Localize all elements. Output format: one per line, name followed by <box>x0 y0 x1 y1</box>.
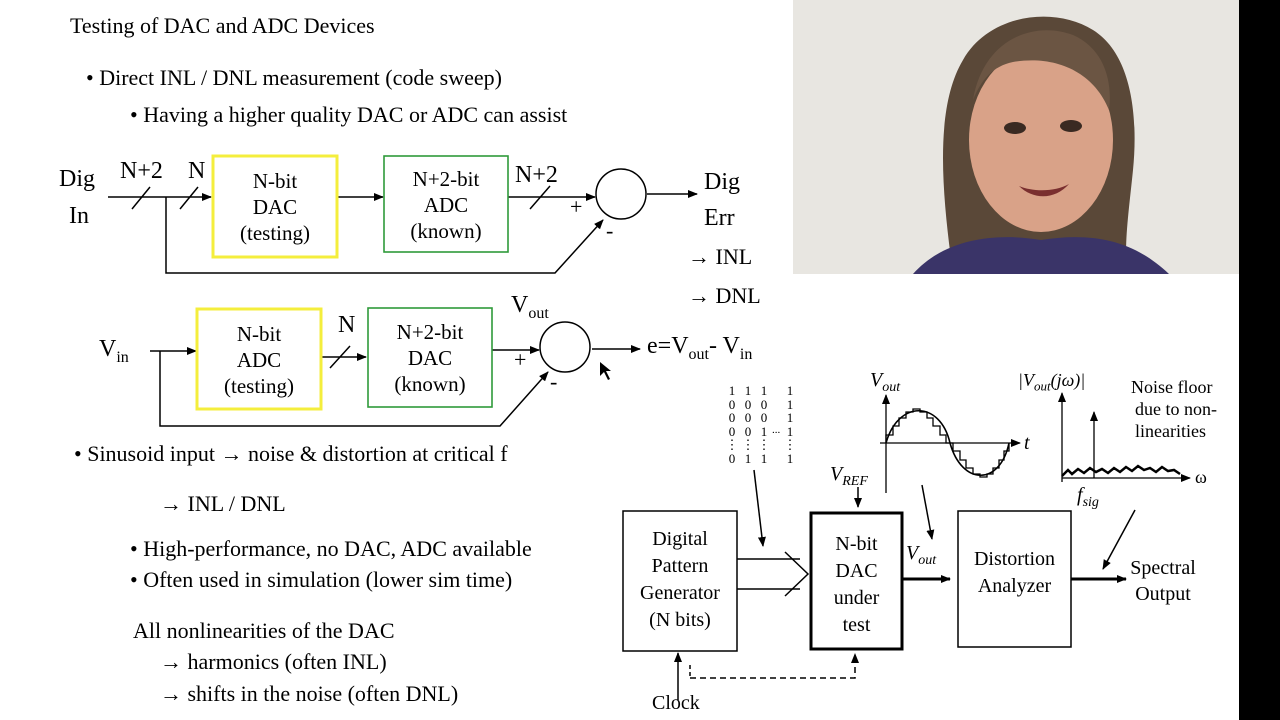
presenter-video-frame <box>793 0 1239 274</box>
diagram3-lines <box>622 469 1136 700</box>
waveform-ylabel: Vout <box>870 369 901 395</box>
spectrum-plot <box>1058 392 1191 482</box>
diagram1-lines <box>108 185 698 274</box>
vout-label: Vout <box>511 292 549 322</box>
vin-label: Vin <box>99 336 129 366</box>
adc-testing-box <box>195 307 323 411</box>
waveform-xlabel: t <box>1024 432 1030 454</box>
plus-sign: + <box>570 194 583 219</box>
summing-junction-2 <box>539 321 591 373</box>
summing-junction-1 <box>595 168 647 220</box>
dig-err-label-2: Err <box>704 205 735 231</box>
dac-testing-box <box>211 154 339 259</box>
spectrum-ylabel: |Vout(jω)| <box>1018 370 1086 394</box>
noise-shift-note: → shifts in the noise (often DNL) <box>160 681 459 706</box>
minus-sign-2: - <box>550 369 558 394</box>
mouse-pointer-icon <box>600 362 611 380</box>
bus-width-n2: N+2 <box>120 158 163 184</box>
fsig-label: fsig <box>1077 484 1099 510</box>
bullet-high-performance: • High-performance, no DAC, ADC availabl… <box>130 536 532 561</box>
result-dnl: → DNL <box>688 283 761 308</box>
bullet-simulation: • Often used in simulation (lower sim ti… <box>130 567 513 592</box>
staircase-waveform <box>880 394 1021 493</box>
dig-in-label-2: In <box>69 203 89 229</box>
bullet-higher-quality: • Having a higher quality DAC or ADC can… <box>130 102 568 127</box>
dig-in-label: Dig <box>59 166 95 192</box>
clock-label: Clock <box>652 692 700 714</box>
error-equation: e=Vout- Vin <box>647 333 753 363</box>
result-inl: → INL <box>688 244 753 269</box>
plus-sign-2: + <box>514 347 527 372</box>
vout-label-3: Vout <box>906 542 937 568</box>
bus-width-n: N <box>188 158 206 184</box>
dac-under-test-box <box>809 511 904 651</box>
video-letterbox <box>1239 0 1280 720</box>
dig-err-label: Dig <box>704 169 740 195</box>
harmonics-note: → harmonics (often INL) <box>160 649 387 674</box>
bullet-code-sweep: • Direct INL / DNL measurement (code swe… <box>86 65 502 90</box>
adc-known-box <box>383 155 509 253</box>
vref-label: VREF <box>830 463 868 489</box>
bus-width-n-2: N <box>338 312 356 338</box>
dac-known-box <box>367 307 493 408</box>
diagram2-lines <box>150 345 641 427</box>
bus-width-n2-out: N+2 <box>515 162 558 188</box>
bullet-sinusoid: • Sinusoid input → noise & distortion at… <box>74 441 508 466</box>
bullet-inl-dnl: → INL / DNL <box>160 491 286 516</box>
slide-title: Testing of DAC and ADC Devices <box>70 13 375 38</box>
nonlinearities-heading: All nonlinearities of the DAC <box>133 618 395 643</box>
minus-sign: - <box>606 218 614 243</box>
spectrum-xlabel: ω <box>1195 467 1207 487</box>
presenter-webcam <box>793 0 1239 274</box>
